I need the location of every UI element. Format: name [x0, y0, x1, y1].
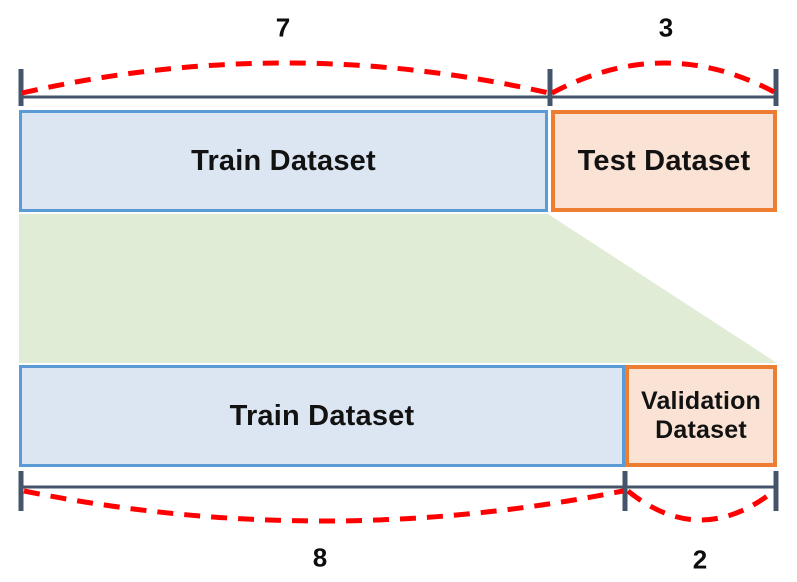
bottom-brace-validation — [626, 489, 776, 523]
top-test-dataset-label: Test Dataset — [577, 144, 751, 177]
validation-dataset-label-line1: Validation — [640, 386, 762, 415]
bottom-measure-label-validation: 2 — [692, 544, 708, 575]
top-train-dataset-label: Train Dataset — [191, 144, 376, 177]
top-measure-label-train: 7 — [275, 12, 291, 43]
top-test-dataset-box[interactable]: Test Dataset — [551, 110, 777, 212]
validation-dataset-box[interactable]: Validation Dataset — [625, 365, 777, 467]
train-split-connector-shape — [19, 214, 777, 363]
top-train-dataset-box[interactable]: Train Dataset — [19, 110, 548, 212]
top-brace-test — [550, 60, 778, 96]
validation-dataset-label: Validation Dataset — [641, 387, 761, 446]
bottom-train-dataset-box[interactable]: Train Dataset — [19, 365, 625, 467]
bottom-measure-label-train: 8 — [312, 542, 328, 573]
bottom-brace-train — [23, 488, 624, 524]
bottom-train-dataset-label: Train Dataset — [229, 399, 415, 432]
validation-dataset-label-line2: Dataset — [655, 416, 747, 444]
top-measure-label-test: 3 — [658, 12, 674, 43]
